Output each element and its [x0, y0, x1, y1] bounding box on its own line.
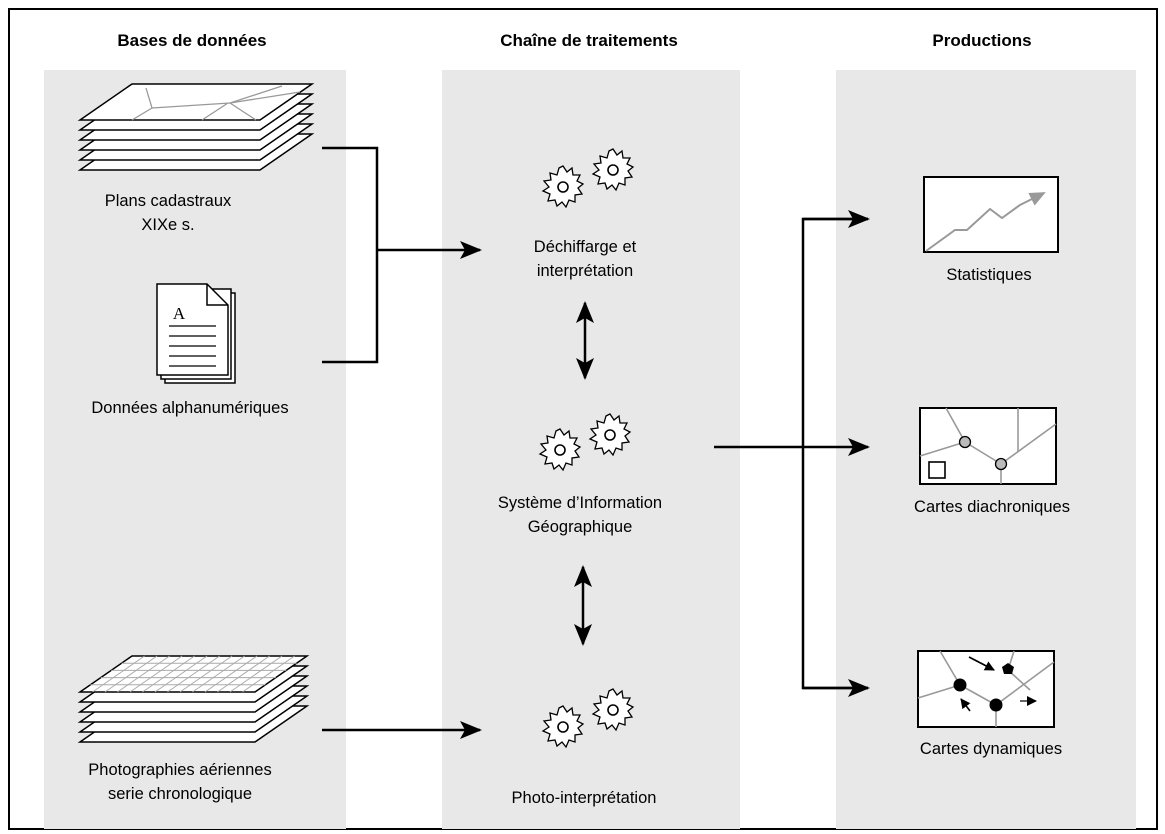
label-cadastral-line1: Plans cadastraux — [105, 192, 232, 210]
header-productions: Productions — [932, 31, 1031, 50]
label-photo: Photo-interprétation — [512, 789, 657, 807]
header-databases: Bases de données — [117, 31, 266, 50]
header-processing: Chaîne de traitements — [500, 31, 678, 50]
bracket-connector — [322, 146, 379, 364]
panel-processing — [442, 70, 740, 829]
stacked-grid-sheets-icon — [77, 655, 310, 743]
label-aerial-line1: Photographies aériennes — [88, 761, 271, 779]
label-statistics: Statistiques — [946, 266, 1031, 284]
label-alphanumeric: Données alphanumériques — [91, 399, 288, 417]
label-cadastral-line2: XIXe s. — [141, 216, 194, 234]
document-letter: A — [173, 304, 186, 323]
label-deciphering-line2: interprétation — [537, 262, 633, 280]
map-icon — [919, 407, 1057, 485]
label-gis-line1: Système d’Information — [498, 494, 662, 512]
stacked-sheets-icon — [77, 83, 315, 171]
label-gis-line2: Géographique — [528, 518, 633, 536]
document-stack-icon — [156, 283, 236, 384]
dynamic-map-icon — [917, 650, 1055, 728]
label-aerial-line2: serie chronologique — [108, 785, 252, 803]
label-deciphering-line1: Déchiffarge et — [534, 238, 637, 256]
aerial-grid-lines — [90, 655, 297, 693]
label-diachronic: Cartes diachroniques — [914, 498, 1070, 516]
label-dynamic: Cartes dynamiques — [920, 740, 1062, 758]
line-chart-icon — [923, 176, 1059, 253]
